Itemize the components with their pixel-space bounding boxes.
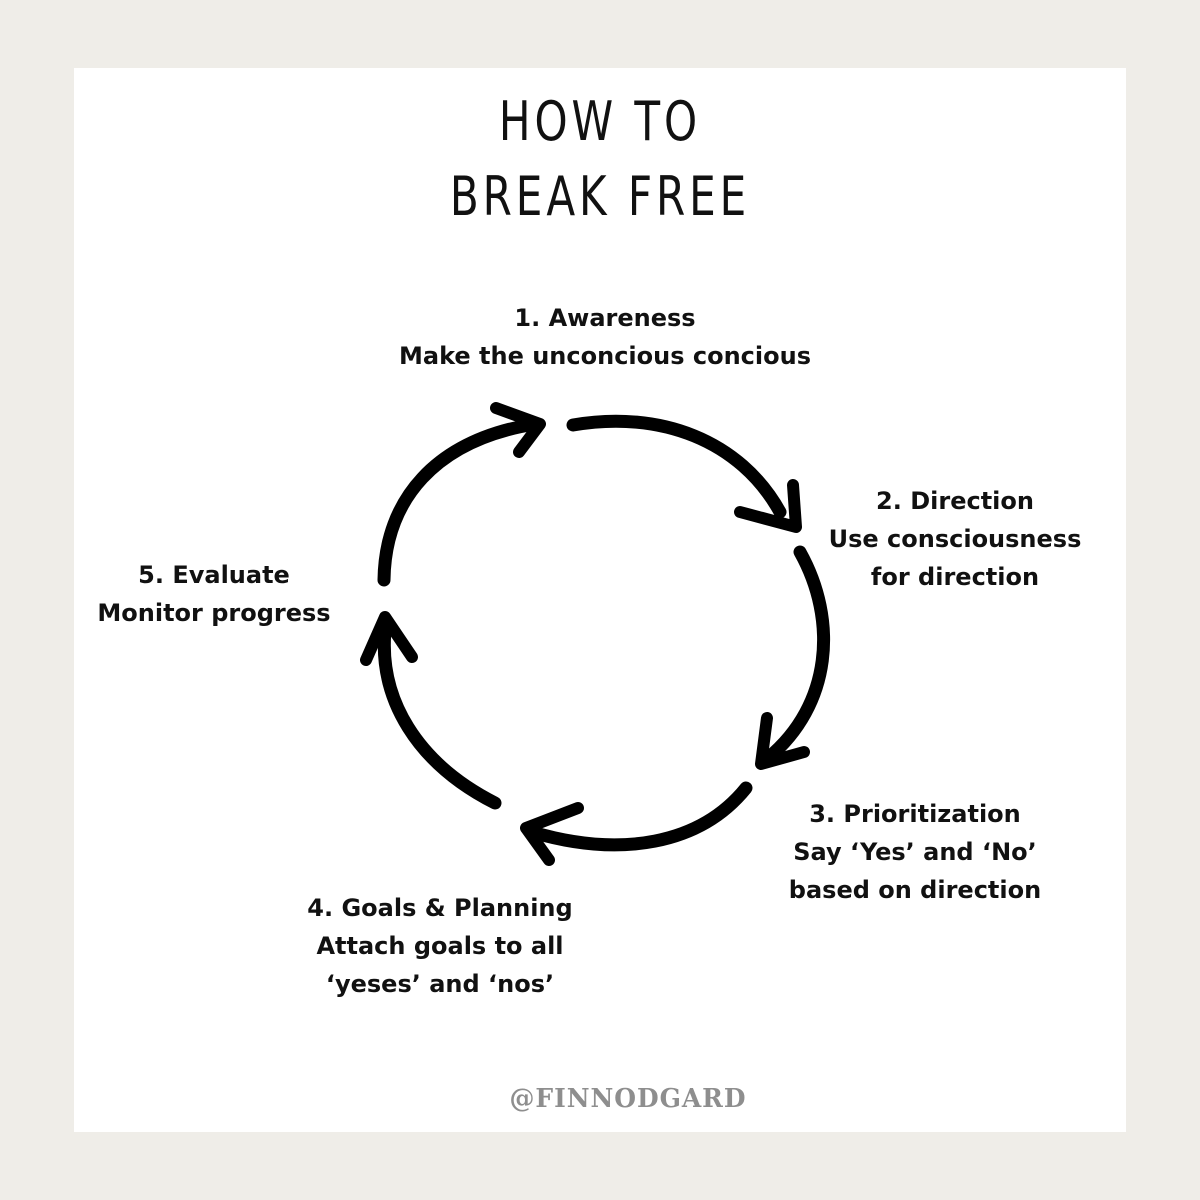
title-line-2: BREAK FREE <box>449 165 751 228</box>
step-goals-planning-text-1: Attach goals to all <box>316 932 564 960</box>
cycle-arrow-evaluate-to-awareness <box>377 402 546 587</box>
step-awareness-heading: 1. Awareness <box>514 304 696 332</box>
step-evaluate-text-1: Monitor progress <box>97 599 331 627</box>
cycle-arrow-awareness-to-direction <box>566 414 802 533</box>
step-awareness-text-1: Make the unconcious concious <box>399 342 811 370</box>
step-prioritization-text-2: based on direction <box>788 876 1042 904</box>
step-direction-text-1: Use consciousness <box>828 525 1082 553</box>
step-direction: 2. Direction Use consciousness for direc… <box>810 482 1100 596</box>
author-handle: @FINNODGARD <box>509 1084 747 1114</box>
step-prioritization-text-1: Say ‘Yes’ and ‘No’ <box>793 838 1037 866</box>
step-goals-planning-heading: 4. Goals & Planning <box>307 894 573 922</box>
step-prioritization-heading: 3. Prioritization <box>809 800 1021 828</box>
step-direction-text-2: for direction <box>870 563 1040 591</box>
title-line-1: HOW TO <box>498 90 702 153</box>
step-goals-planning: 4. Goals & Planning Attach goals to all … <box>270 889 610 1003</box>
content-card <box>74 68 1126 1132</box>
step-evaluate: 5. Evaluate Monitor progress <box>74 556 354 632</box>
step-goals-planning-text-2: ‘yeses’ and ‘nos’ <box>325 970 555 998</box>
step-evaluate-heading: 5. Evaluate <box>138 561 290 589</box>
step-prioritization: 3. Prioritization Say ‘Yes’ and ‘No’ bas… <box>770 795 1060 909</box>
step-awareness: 1. Awareness Make the unconcious conciou… <box>390 299 820 375</box>
cycle-arrow-direction-to-prioritization <box>755 545 830 770</box>
step-direction-heading: 2. Direction <box>876 487 1034 515</box>
cycle-arrow-goals-to-evaluate <box>360 611 502 810</box>
cycle-arrow-prioritization-to-goals <box>520 781 753 866</box>
